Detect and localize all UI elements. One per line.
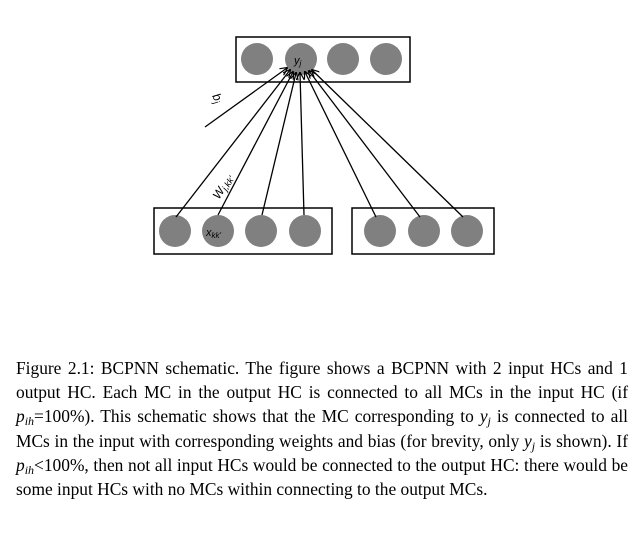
input-mc-1-1 — [159, 215, 191, 247]
figure-caption: Figure 2.1: BCPNN schematic. The figure … — [16, 356, 628, 501]
connection-line — [261, 73, 296, 216]
caption-p-sub-2: ih — [24, 462, 35, 477]
caption-text-3: is connected to all MCs in the input wit… — [16, 406, 628, 451]
input-mc-2-2 — [408, 215, 440, 247]
caption-p-var: p — [16, 406, 25, 427]
caption-text-2: =100%). This schematic shows that the MC… — [34, 406, 480, 427]
bias-line — [204, 68, 287, 128]
bias-label: bj — [208, 91, 226, 107]
output-mc-yj — [285, 43, 317, 75]
input-mc-2-3 — [451, 215, 483, 247]
output-label: yj — [293, 55, 302, 68]
caption-p-var-2: p — [16, 454, 25, 475]
input-label: xkk' — [205, 227, 222, 240]
connection-line — [312, 70, 464, 218]
input-mc-1-2 — [202, 215, 234, 247]
input-mc-2-1 — [364, 215, 396, 247]
caption-p-sub: ih — [24, 414, 35, 429]
input-mc-1-3 — [245, 215, 277, 247]
input-mc-1-4 — [289, 215, 321, 247]
caption-y-sub: j — [487, 414, 491, 429]
caption-y-var: y — [479, 406, 488, 427]
caption-text-5: <100%, then not all input HCs would be c… — [16, 454, 628, 500]
connection-line — [309, 71, 421, 218]
input-label-sub: kk' — [212, 231, 222, 240]
caption-text-4: is shown). If — [535, 430, 628, 451]
connection-line — [305, 72, 377, 218]
connection-line — [300, 73, 305, 216]
caption-y-var-2: y — [524, 430, 532, 451]
output-mc-3 — [327, 43, 359, 75]
output-mc-1 — [241, 43, 273, 75]
output-mc-4 — [370, 43, 402, 75]
bcpnn-diagram: yj xkk' bj Wj,kk' — [153, 36, 495, 255]
connection-line — [217, 72, 293, 216]
bias-label-sub: j — [211, 98, 222, 106]
connection-line — [175, 70, 290, 218]
caption-y-sub-2: j — [531, 438, 536, 453]
output-label-sub: j — [299, 59, 302, 68]
caption-text-1: Figure 2.1: BCPNN schematic. The figure … — [16, 358, 628, 403]
